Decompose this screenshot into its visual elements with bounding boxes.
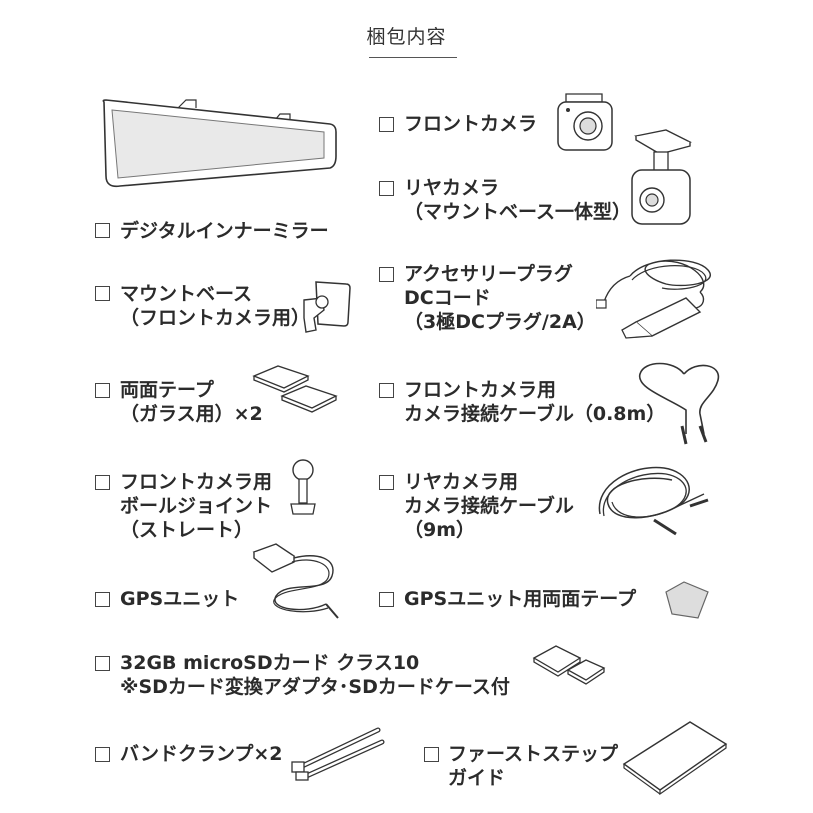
item-label: マウントベース — [120, 283, 253, 305]
item-long-cable: リヤカメラ用 カメラ接続ケーブル （9m） — [404, 470, 574, 542]
item-label: アクセサリープラグ — [404, 263, 573, 285]
double-sided-tape-image — [244, 360, 344, 418]
item-label: （9m） — [404, 519, 476, 541]
mount-base-image — [296, 278, 356, 336]
item-label: フロントカメラ — [404, 113, 538, 135]
checkbox-inner-mirror[interactable] — [95, 223, 110, 238]
checkbox-long-cable[interactable] — [379, 475, 394, 490]
item-label: リヤカメラ用 — [404, 471, 519, 493]
checkbox-gps-tape[interactable] — [379, 592, 394, 607]
checkbox-dc-cord[interactable] — [379, 267, 394, 282]
item-rear-camera: リヤカメラ （マウントベース一体型） — [404, 176, 631, 224]
long-cable-image — [594, 454, 714, 546]
item-label: ファーストステップ — [448, 743, 619, 765]
item-ball-joint: フロントカメラ用 ボールジョイント （ストレート） — [120, 470, 272, 542]
checkbox-double-sided-tape[interactable] — [95, 383, 110, 398]
item-label: フロントカメラ用 — [120, 471, 273, 493]
item-label: GPSユニット用両面テープ — [404, 588, 637, 610]
checkbox-ball-joint[interactable] — [95, 475, 110, 490]
item-label: ※SDカード変換アダプタ･SDカードケース付 — [120, 676, 510, 698]
item-label: フロントカメラ用 — [404, 379, 557, 401]
gps-tape-image — [662, 578, 712, 622]
front-camera-image — [554, 88, 616, 156]
item-microsd-card: 32GB microSDカード クラス10 ※SDカード変換アダプタ･SDカード… — [120, 651, 510, 699]
item-label: ガイド — [448, 767, 506, 789]
microsd-card-image — [528, 640, 608, 690]
checkbox-band-clamp[interactable] — [95, 747, 110, 762]
item-label: （フロントカメラ用） — [120, 307, 311, 329]
dc-cord-image — [596, 250, 726, 342]
item-short-cable: フロントカメラ用 カメラ接続ケーブル（0.8m） — [404, 378, 665, 426]
item-label: 32GB microSDカード クラス10 — [120, 652, 420, 674]
page-title: 梱包内容 — [366, 26, 447, 48]
item-label: GPSユニット — [120, 588, 240, 610]
item-mount-base: マウントベース （フロントカメラ用） — [120, 282, 310, 330]
item-dc-cord: アクセサリープラグ DCコード （3極DCプラグ/2A） — [404, 262, 596, 334]
item-label: （ガラス用）×2 — [120, 403, 263, 425]
item-gps-unit: GPSユニット — [120, 587, 239, 611]
checkbox-first-step-guide[interactable] — [424, 747, 439, 762]
band-clamp-image — [290, 726, 386, 782]
item-label: リヤカメラ — [404, 177, 500, 199]
item-label: （マウントベース一体型） — [404, 201, 632, 223]
rear-view-mirror-image — [100, 96, 340, 188]
short-cable-image — [634, 354, 724, 446]
checkbox-front-camera[interactable] — [379, 117, 394, 132]
checkbox-mount-base[interactable] — [95, 286, 110, 301]
first-step-guide-image — [620, 716, 730, 796]
item-label: ボールジョイント — [120, 495, 273, 517]
ball-joint-image — [283, 458, 323, 518]
item-first-step-guide: ファーストステップ ガイド — [448, 742, 618, 790]
item-label: （ストレート） — [120, 519, 254, 541]
item-label: デジタルインナーミラー — [120, 220, 329, 242]
item-band-clamp: バンドクランプ×2 — [120, 742, 283, 766]
gps-unit-image — [246, 540, 346, 624]
item-label: （3極DCプラグ/2A） — [404, 311, 596, 333]
checkbox-gps-unit[interactable] — [95, 592, 110, 607]
item-double-sided-tape: 両面テープ （ガラス用）×2 — [120, 378, 263, 426]
item-label: 両面テープ — [120, 379, 214, 401]
item-label: カメラ接続ケーブル（0.8m） — [404, 403, 666, 425]
checkbox-short-cable[interactable] — [379, 383, 394, 398]
checkbox-rear-camera[interactable] — [379, 181, 394, 196]
item-front-camera: フロントカメラ — [404, 112, 537, 136]
item-inner-mirror: デジタルインナーミラー — [120, 219, 329, 243]
rear-camera-image — [626, 126, 696, 230]
checkbox-microsd-card[interactable] — [95, 656, 110, 671]
item-label: カメラ接続ケーブル — [404, 495, 574, 517]
title-underline — [369, 57, 457, 58]
item-gps-tape: GPSユニット用両面テープ — [404, 587, 636, 611]
item-label: バンドクランプ×2 — [120, 743, 283, 765]
item-label: DCコード — [404, 287, 491, 309]
